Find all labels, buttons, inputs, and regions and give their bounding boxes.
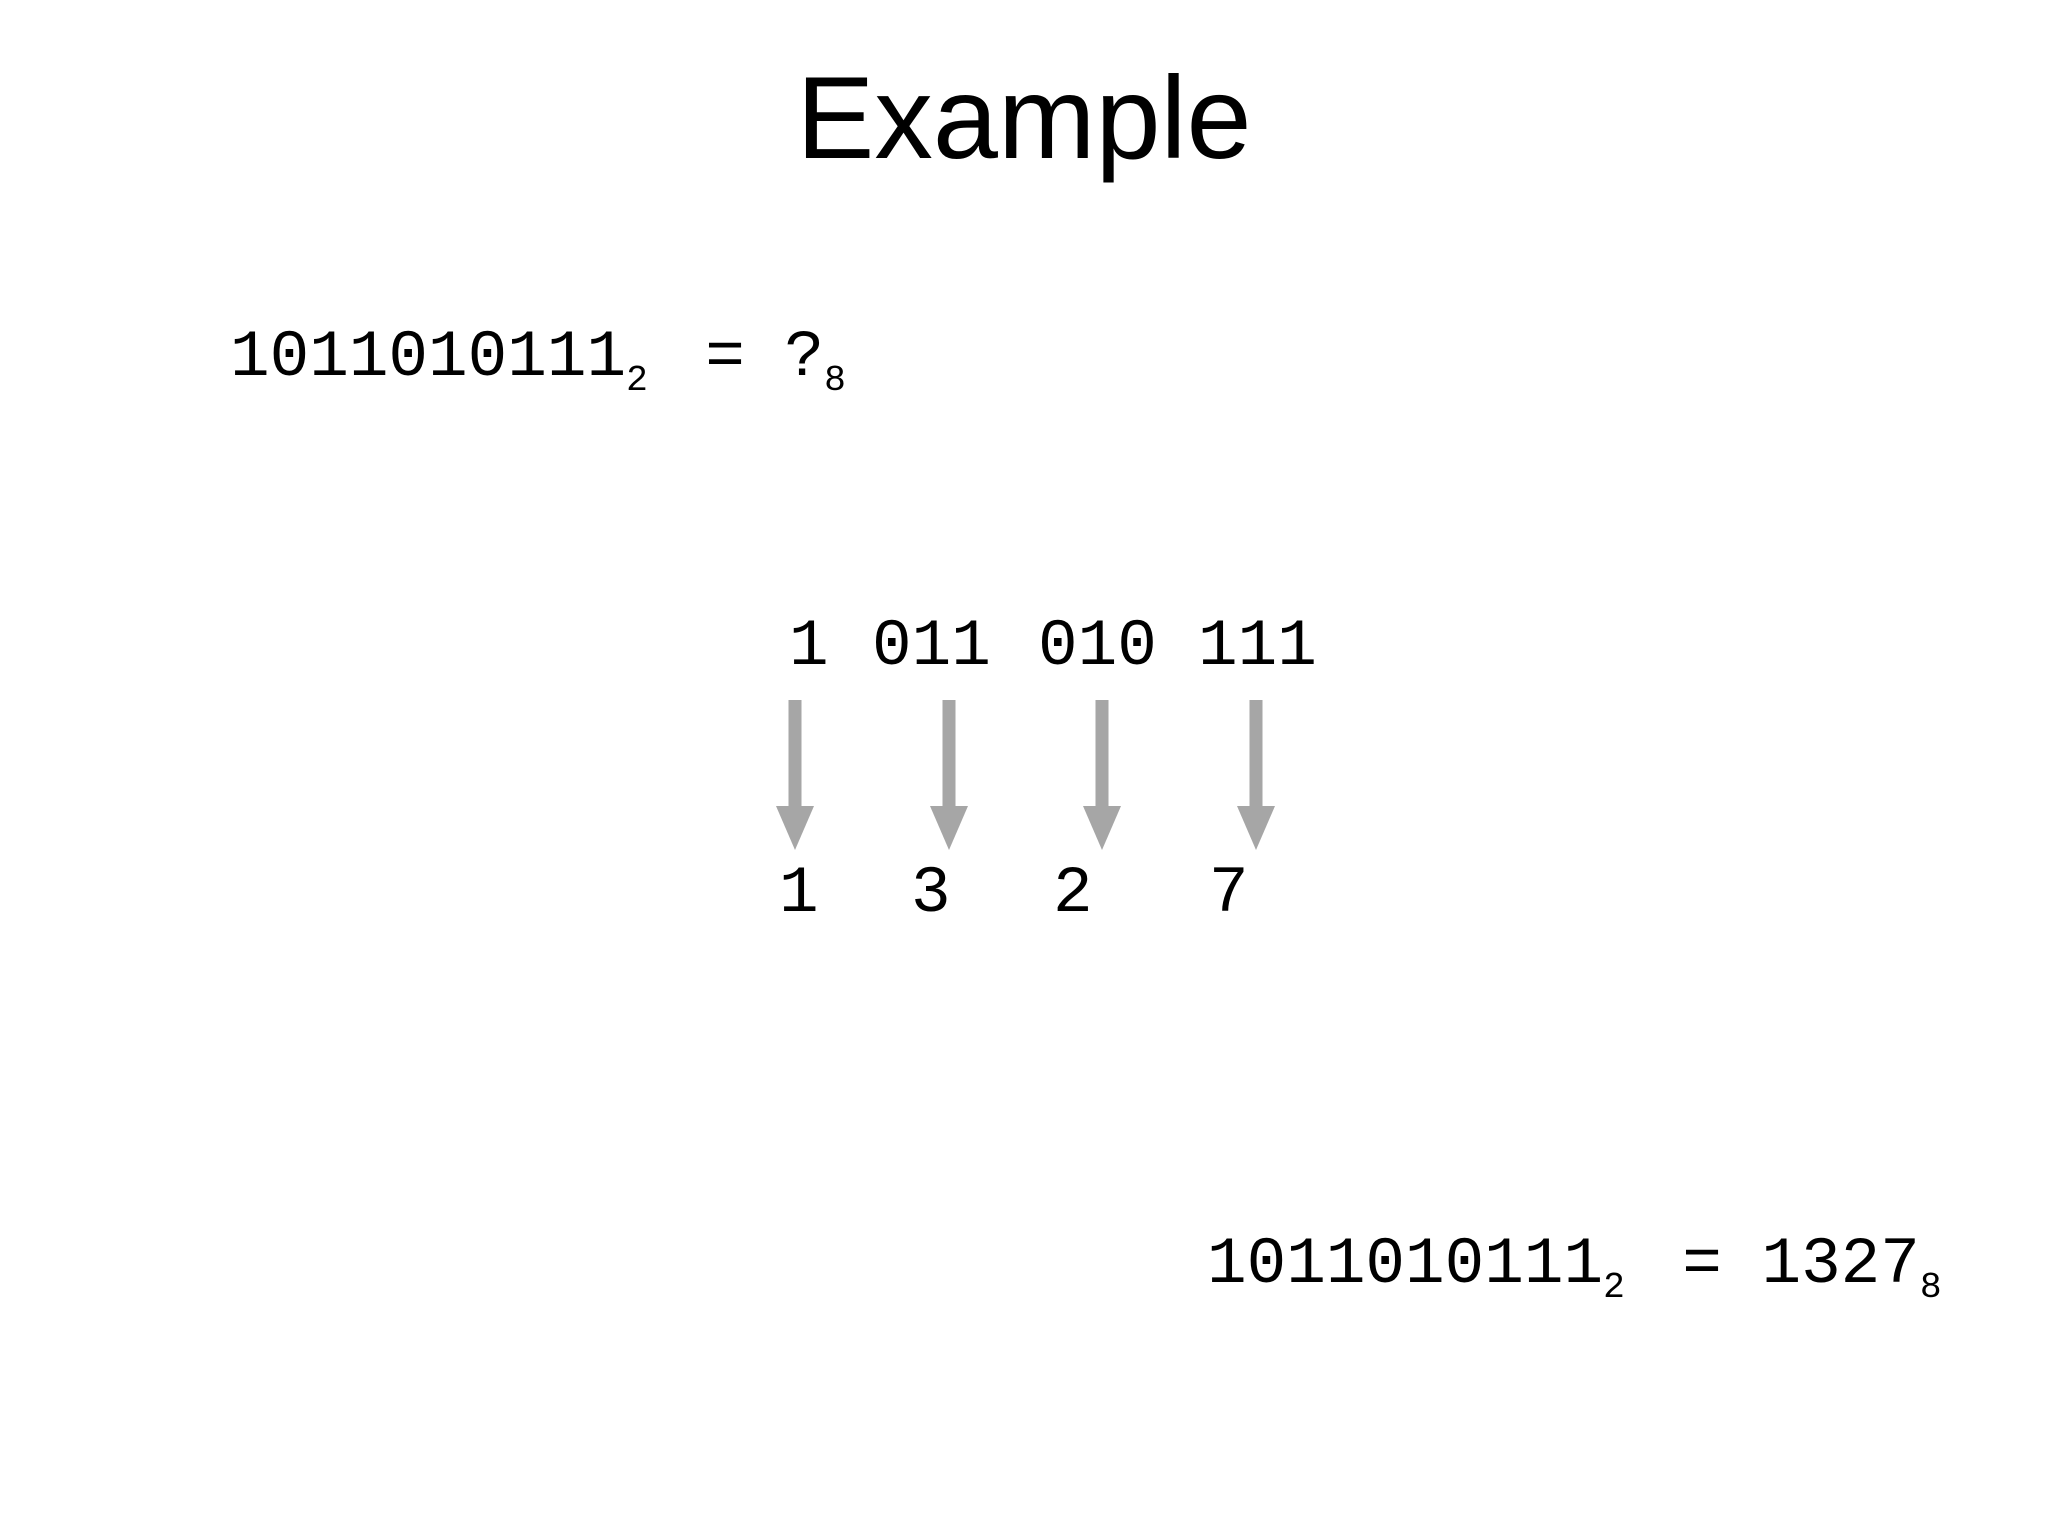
solution-octal-base-subscript: 8	[1919, 1267, 1942, 1309]
down-arrow-icon	[776, 700, 814, 850]
down-arrow-icon	[1083, 700, 1121, 850]
octal-digit: 7	[1209, 856, 1249, 931]
equals-sign: =	[665, 320, 785, 395]
unknown-question-mark: ?	[784, 320, 825, 395]
solution-binary-base-subscript: 2	[1603, 1267, 1625, 1309]
binary-group: 1	[789, 609, 829, 684]
octal-digit: 3	[911, 856, 951, 931]
problem-octal-base-subscript: 8	[824, 360, 846, 402]
binary-group: 111	[1198, 609, 1317, 684]
solution-binary-number: 1011010111	[1207, 1227, 1604, 1302]
octal-digit: 2	[1053, 856, 1093, 931]
octal-digit: 1	[779, 856, 819, 931]
binary-group: 011	[872, 609, 991, 684]
binary-group: 010	[1038, 609, 1157, 684]
down-arrow-icon	[930, 700, 968, 850]
problem-binary-number: 1011010111	[230, 320, 627, 395]
problem-equation: 10110101112 = ?8	[230, 325, 864, 400]
solution-octal-number: 1327	[1761, 1227, 1920, 1302]
slide-title: Example	[796, 52, 1252, 183]
equals-sign: =	[1642, 1227, 1762, 1302]
solution-equation: 10110101112 = 13278	[1207, 1232, 1959, 1307]
problem-binary-base-subscript: 2	[626, 360, 648, 402]
down-arrow-icon	[1237, 700, 1275, 850]
